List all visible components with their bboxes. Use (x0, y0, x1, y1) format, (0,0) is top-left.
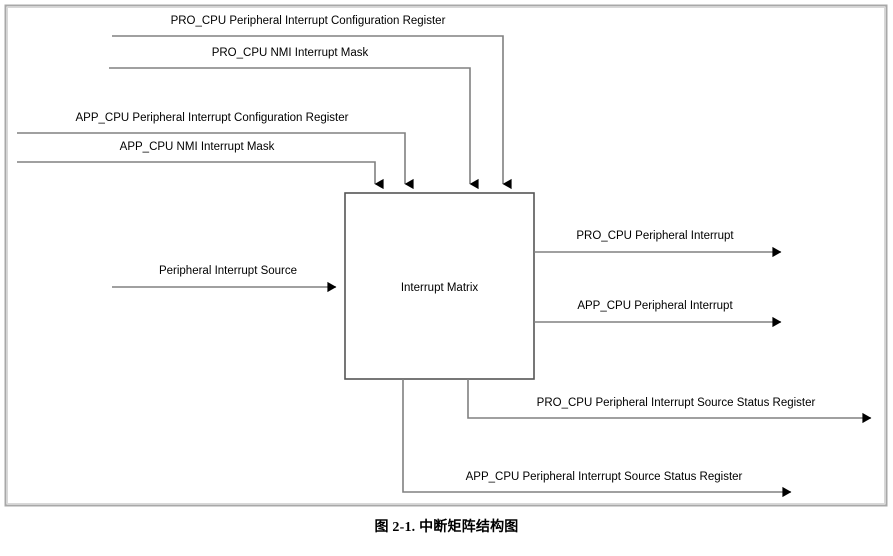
interrupt-matrix-label: Interrupt Matrix (401, 282, 479, 294)
right-output-group-1: APP_CPU Peripheral Interrupt (534, 300, 782, 328)
interrupt-matrix-block: Interrupt Matrix (344, 192, 535, 380)
top-input-group-3: APP_CPU NMI Interrupt Mask (17, 141, 384, 190)
top-input-line-2 (17, 132, 414, 190)
top-input-group-0: PRO_CPU Peripheral Interrupt Configurati… (112, 15, 512, 190)
figure-caption: 图 2-1. 中断矩阵结构图 (374, 520, 519, 535)
diagram-frame: PRO_CPU Peripheral Interrupt Configurati… (4, 4, 888, 507)
top-input-label-3: APP_CPU NMI Interrupt Mask (120, 141, 275, 153)
top-input-label-0: PRO_CPU Peripheral Interrupt Configurati… (171, 15, 446, 27)
bottom-output-label-0: PRO_CPU Peripheral Interrupt Source Stat… (537, 397, 816, 409)
interrupt-matrix-diagram: PRO_CPU Peripheral Interrupt Configurati… (4, 4, 888, 507)
diagram-border-inner (7, 7, 885, 504)
top-input-line-0 (112, 35, 512, 190)
right-output-label-1: APP_CPU Peripheral Interrupt (577, 300, 733, 312)
top-input-line-3 (17, 161, 384, 190)
right-output-group-0: PRO_CPU Peripheral Interrupt (534, 230, 782, 258)
top-input-group-2: APP_CPU Peripheral Interrupt Configurati… (17, 112, 414, 190)
top-input-label-2: APP_CPU Peripheral Interrupt Configurati… (76, 112, 349, 124)
bottom-output-line-0 (467, 379, 872, 424)
top-input-label-1: PRO_CPU NMI Interrupt Mask (212, 47, 369, 59)
top-input-line-1 (109, 67, 479, 190)
right-output-label-0: PRO_CPU Peripheral Interrupt (576, 230, 734, 242)
bottom-output-group-1: APP_CPU Peripheral Interrupt Source Stat… (402, 379, 792, 498)
left-input-label: Peripheral Interrupt Source (159, 265, 297, 277)
bottom-output-group-0: PRO_CPU Peripheral Interrupt Source Stat… (467, 379, 872, 424)
interrupt-matrix-box (344, 192, 535, 380)
bottom-output-line-1 (402, 379, 792, 498)
top-input-group-1: PRO_CPU NMI Interrupt Mask (109, 47, 479, 190)
left-input-group: Peripheral Interrupt Source (112, 265, 337, 293)
bottom-output-label-1: APP_CPU Peripheral Interrupt Source Stat… (466, 471, 743, 483)
